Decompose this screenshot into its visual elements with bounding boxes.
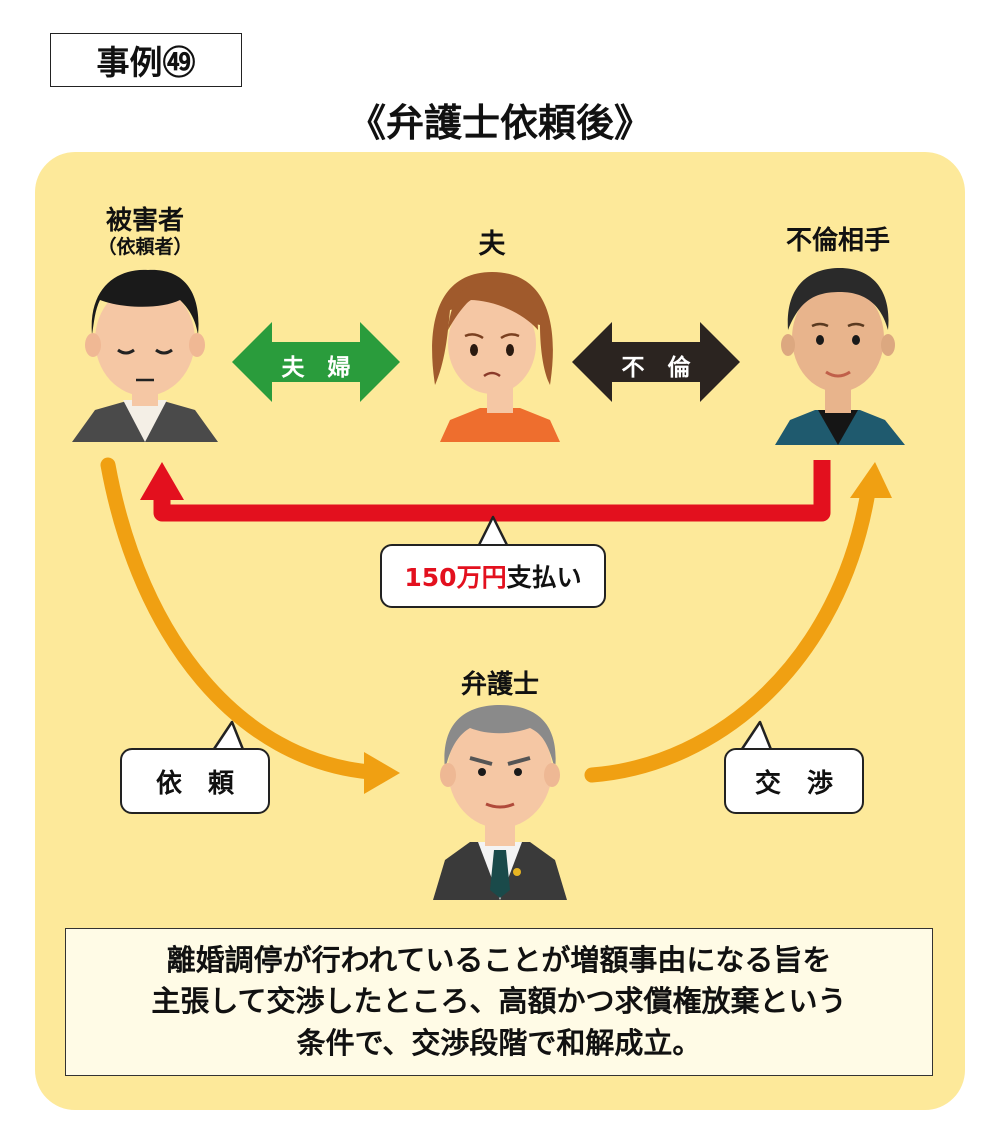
negotiate-arrow [584, 462, 892, 783]
payment-text: 支払い [506, 563, 582, 592]
husband-label: 夫 [478, 229, 506, 260]
partner-label: 不倫相手 [785, 226, 890, 256]
case-label: 事例㊾ [50, 33, 242, 87]
request-arrow [100, 457, 400, 794]
victim-figure [72, 269, 218, 442]
payment-bubble: 150万円支払い [380, 544, 606, 608]
victim-sublabel: （依頼者） [97, 236, 193, 258]
payment-arrow [140, 460, 831, 522]
payment-amount: 150万円 [404, 563, 507, 592]
note-line: 主張して交渉したところ、高額かつ求償権放棄という [151, 984, 847, 1019]
victim-label: 被害者 [105, 206, 184, 236]
couple-label: 夫 婦 [281, 355, 351, 381]
negotiate-bubble: 交 渉 [724, 748, 864, 814]
couple-arrow [232, 322, 400, 402]
note-line: 条件で、交渉段階で和解成立。 [296, 1025, 702, 1060]
partner-figure [775, 268, 905, 445]
request-bubble: 依 頼 [120, 748, 270, 814]
diagram-title: 《弁護士依頼後》 [347, 101, 652, 145]
note-line: 離婚調停が行われていることが増額事由になる旨を [166, 943, 832, 978]
affair-label: 不 倫 [621, 355, 691, 381]
summary-note: 離婚調停が行われていることが増額事由になる旨を 主張して交渉したところ、高額かつ… [65, 928, 933, 1076]
husband-figure [432, 272, 560, 442]
affair-arrow [572, 322, 740, 402]
lawyer-label: 弁護士 [460, 670, 539, 700]
lawyer-figure [433, 705, 567, 900]
